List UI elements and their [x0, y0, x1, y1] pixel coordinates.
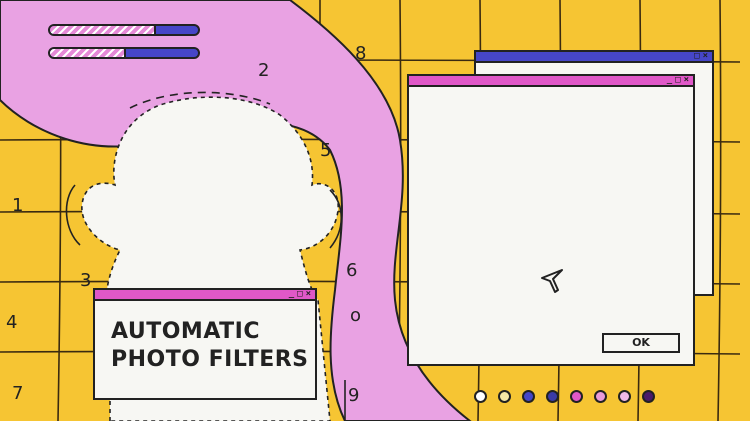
close-icon[interactable]: × — [683, 75, 689, 85]
ok-button[interactable]: OK — [602, 333, 680, 353]
color-swatches — [474, 390, 655, 403]
close-icon[interactable]: × — [305, 289, 311, 299]
color-swatch[interactable] — [594, 390, 607, 403]
top-progress — [48, 24, 200, 36]
number-2: 2 — [258, 60, 270, 81]
color-swatch[interactable] — [546, 390, 559, 403]
maximize-icon[interactable]: □ — [675, 75, 681, 85]
color-swatch[interactable] — [570, 390, 583, 403]
number-1: 1 — [12, 195, 24, 216]
minimize-icon[interactable]: _ — [666, 75, 673, 85]
caption-line-1: AUTOMATIC — [111, 319, 260, 344]
maximize-icon[interactable]: □ — [297, 289, 303, 299]
number-5: 5 — [320, 140, 332, 161]
bottom-progress — [48, 47, 200, 59]
main-window-titlebar: _ □ × — [409, 76, 693, 87]
caption-text: AUTOMATIC PHOTO FILTERS — [111, 318, 311, 374]
number-3: 3 — [80, 270, 92, 291]
main-window: _ □ × — [407, 74, 695, 366]
color-swatch[interactable] — [642, 390, 655, 403]
maximize-icon[interactable]: □ — [694, 51, 700, 61]
caption-window: _ □ × AUTOMATIC PHOTO FILTERS — [93, 288, 317, 400]
ear-mark-left — [65, 184, 81, 246]
pointer-cursor-icon — [541, 269, 563, 293]
color-swatch[interactable] — [498, 390, 511, 403]
number-7: 7 — [12, 383, 24, 404]
number-o: o — [350, 305, 362, 326]
number-9: 9 — [348, 385, 360, 406]
minimize-icon[interactable]: _ — [288, 289, 295, 299]
close-icon[interactable]: × — [702, 51, 708, 61]
hair-mark — [129, 91, 271, 109]
bottom-progress-fill — [50, 49, 126, 57]
number-6: 6 — [346, 260, 358, 281]
back-window-titlebar: □ × — [476, 52, 712, 63]
color-swatch[interactable] — [618, 390, 631, 403]
color-swatch[interactable] — [474, 390, 487, 403]
caption-line-2: PHOTO FILTERS — [111, 347, 309, 372]
number-4: 4 — [6, 312, 18, 333]
top-progress-fill — [50, 26, 156, 34]
caption-window-titlebar: _ □ × — [95, 290, 315, 301]
number-8: 8 — [355, 43, 367, 64]
ear-mark-right — [329, 189, 342, 249]
color-swatch[interactable] — [522, 390, 535, 403]
